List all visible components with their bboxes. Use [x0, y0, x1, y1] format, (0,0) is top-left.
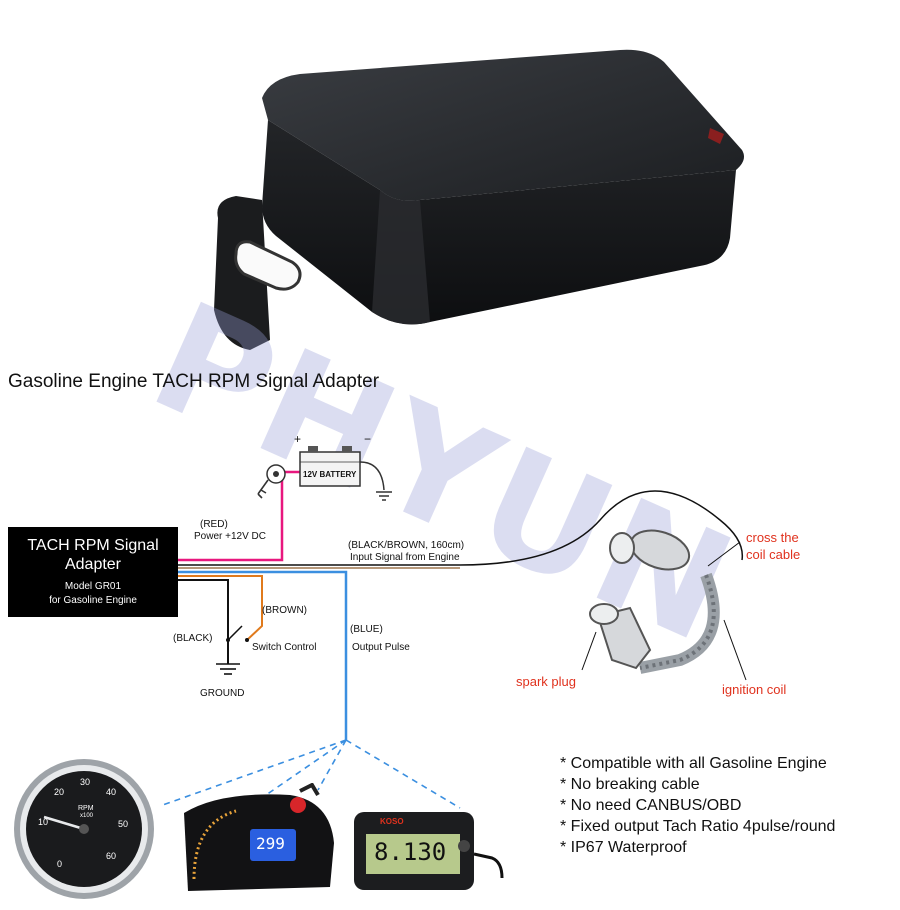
battery-icon [299, 446, 361, 487]
pointer-cross [707, 541, 741, 567]
coil-cap [609, 529, 691, 571]
dash-readout: 299 [256, 834, 285, 853]
pointer-spark [581, 631, 597, 671]
feature-item: * No breaking cable [560, 776, 700, 793]
battery-ground-wire [359, 461, 385, 491]
gauge-tick-10: 10 [38, 817, 49, 827]
ignition-coil-cable [638, 572, 720, 674]
adapter-name-line2: Adapter [64, 556, 122, 573]
spark-plug-boot [589, 603, 652, 670]
cross-coil-label-line1: cross the [746, 530, 799, 545]
brown-wire [178, 575, 263, 641]
feature-item: * Compatible with all Gasoline Engine [560, 755, 827, 772]
meter-brand: KOSO [380, 817, 404, 826]
digital-tach-meter: KOSO 8.130 [352, 808, 508, 894]
analog-tachometer: 0 10 20 30 40 50 60 RPM x100 [10, 757, 158, 905]
gauge-tick-40: 40 [106, 787, 117, 797]
adapter-module-box: TACH RPM Signal Adapter Model GR01 for G… [8, 527, 178, 617]
output-split-lines [159, 739, 461, 809]
brown-wire-label: Switch Control [252, 642, 317, 653]
input-wire-label: Input Signal from Engine [350, 552, 460, 563]
red-wire-label: Power +12V DC [194, 531, 266, 542]
feature-item: * IP67 Waterproof [560, 839, 687, 856]
diagram-title: Gasoline Engine TACH RPM Signal Adapter [8, 371, 380, 392]
cross-coil-label-line2: coil cable [746, 547, 801, 562]
ground-label: GROUND [200, 688, 245, 699]
red-wire-color-label: (RED) [200, 519, 228, 530]
battery-ground-symbol [376, 491, 392, 501]
adapter-model: Model GR01 [64, 581, 122, 592]
ignition-coil-label: ignition coil [722, 682, 787, 697]
brown-wire-color-label: (BROWN) [262, 605, 307, 616]
ground-symbol [216, 663, 240, 675]
feature-list: * Compatible with all Gasoline Engine * … [560, 753, 835, 858]
meter-readout: 8.130 [374, 838, 447, 866]
gauge-tick-20: 20 [54, 787, 65, 797]
blue-wire-label: Output Pulse [352, 642, 410, 653]
gauge-tick-0: 0 [57, 859, 63, 869]
ignition-key-icon [257, 464, 286, 499]
gauge-tick-30: 30 [80, 777, 91, 787]
adapter-purpose: for Gasoline Engine [49, 595, 137, 606]
switch-contact [227, 625, 243, 641]
feature-item: * No need CANBUS/OBD [560, 797, 742, 814]
adapter-name-line1: TACH RPM Signal [27, 537, 159, 554]
gauge-tick-50: 50 [118, 819, 129, 829]
spark-plug-label: spark plug [516, 674, 576, 689]
housing-top [262, 49, 744, 201]
gauge-unit-rpm: RPM [78, 805, 94, 812]
battery-minus-sign: − [364, 432, 372, 446]
battery-plus-sign: + [294, 432, 302, 446]
digital-dashboard: 299 [180, 782, 338, 895]
pointer-coil [723, 619, 747, 681]
black-wire-color-label: (BLACK) [173, 633, 213, 644]
adapter-photo [214, 49, 744, 350]
gauge-tick-60: 60 [106, 851, 117, 861]
blue-wire-color-label: (BLUE) [350, 624, 383, 635]
battery-label: 12V BATTERY [303, 470, 357, 479]
black-wire [178, 579, 229, 664]
input-wire-color-label: (BLACK/BROWN, 160cm) [348, 540, 465, 551]
feature-item: * Fixed output Tach Ratio 4pulse/round [560, 818, 836, 835]
red-wire [178, 470, 300, 562]
input-signal-wire [178, 490, 744, 566]
gauge-unit-x100: x100 [80, 813, 94, 819]
blue-wire [178, 570, 348, 740]
